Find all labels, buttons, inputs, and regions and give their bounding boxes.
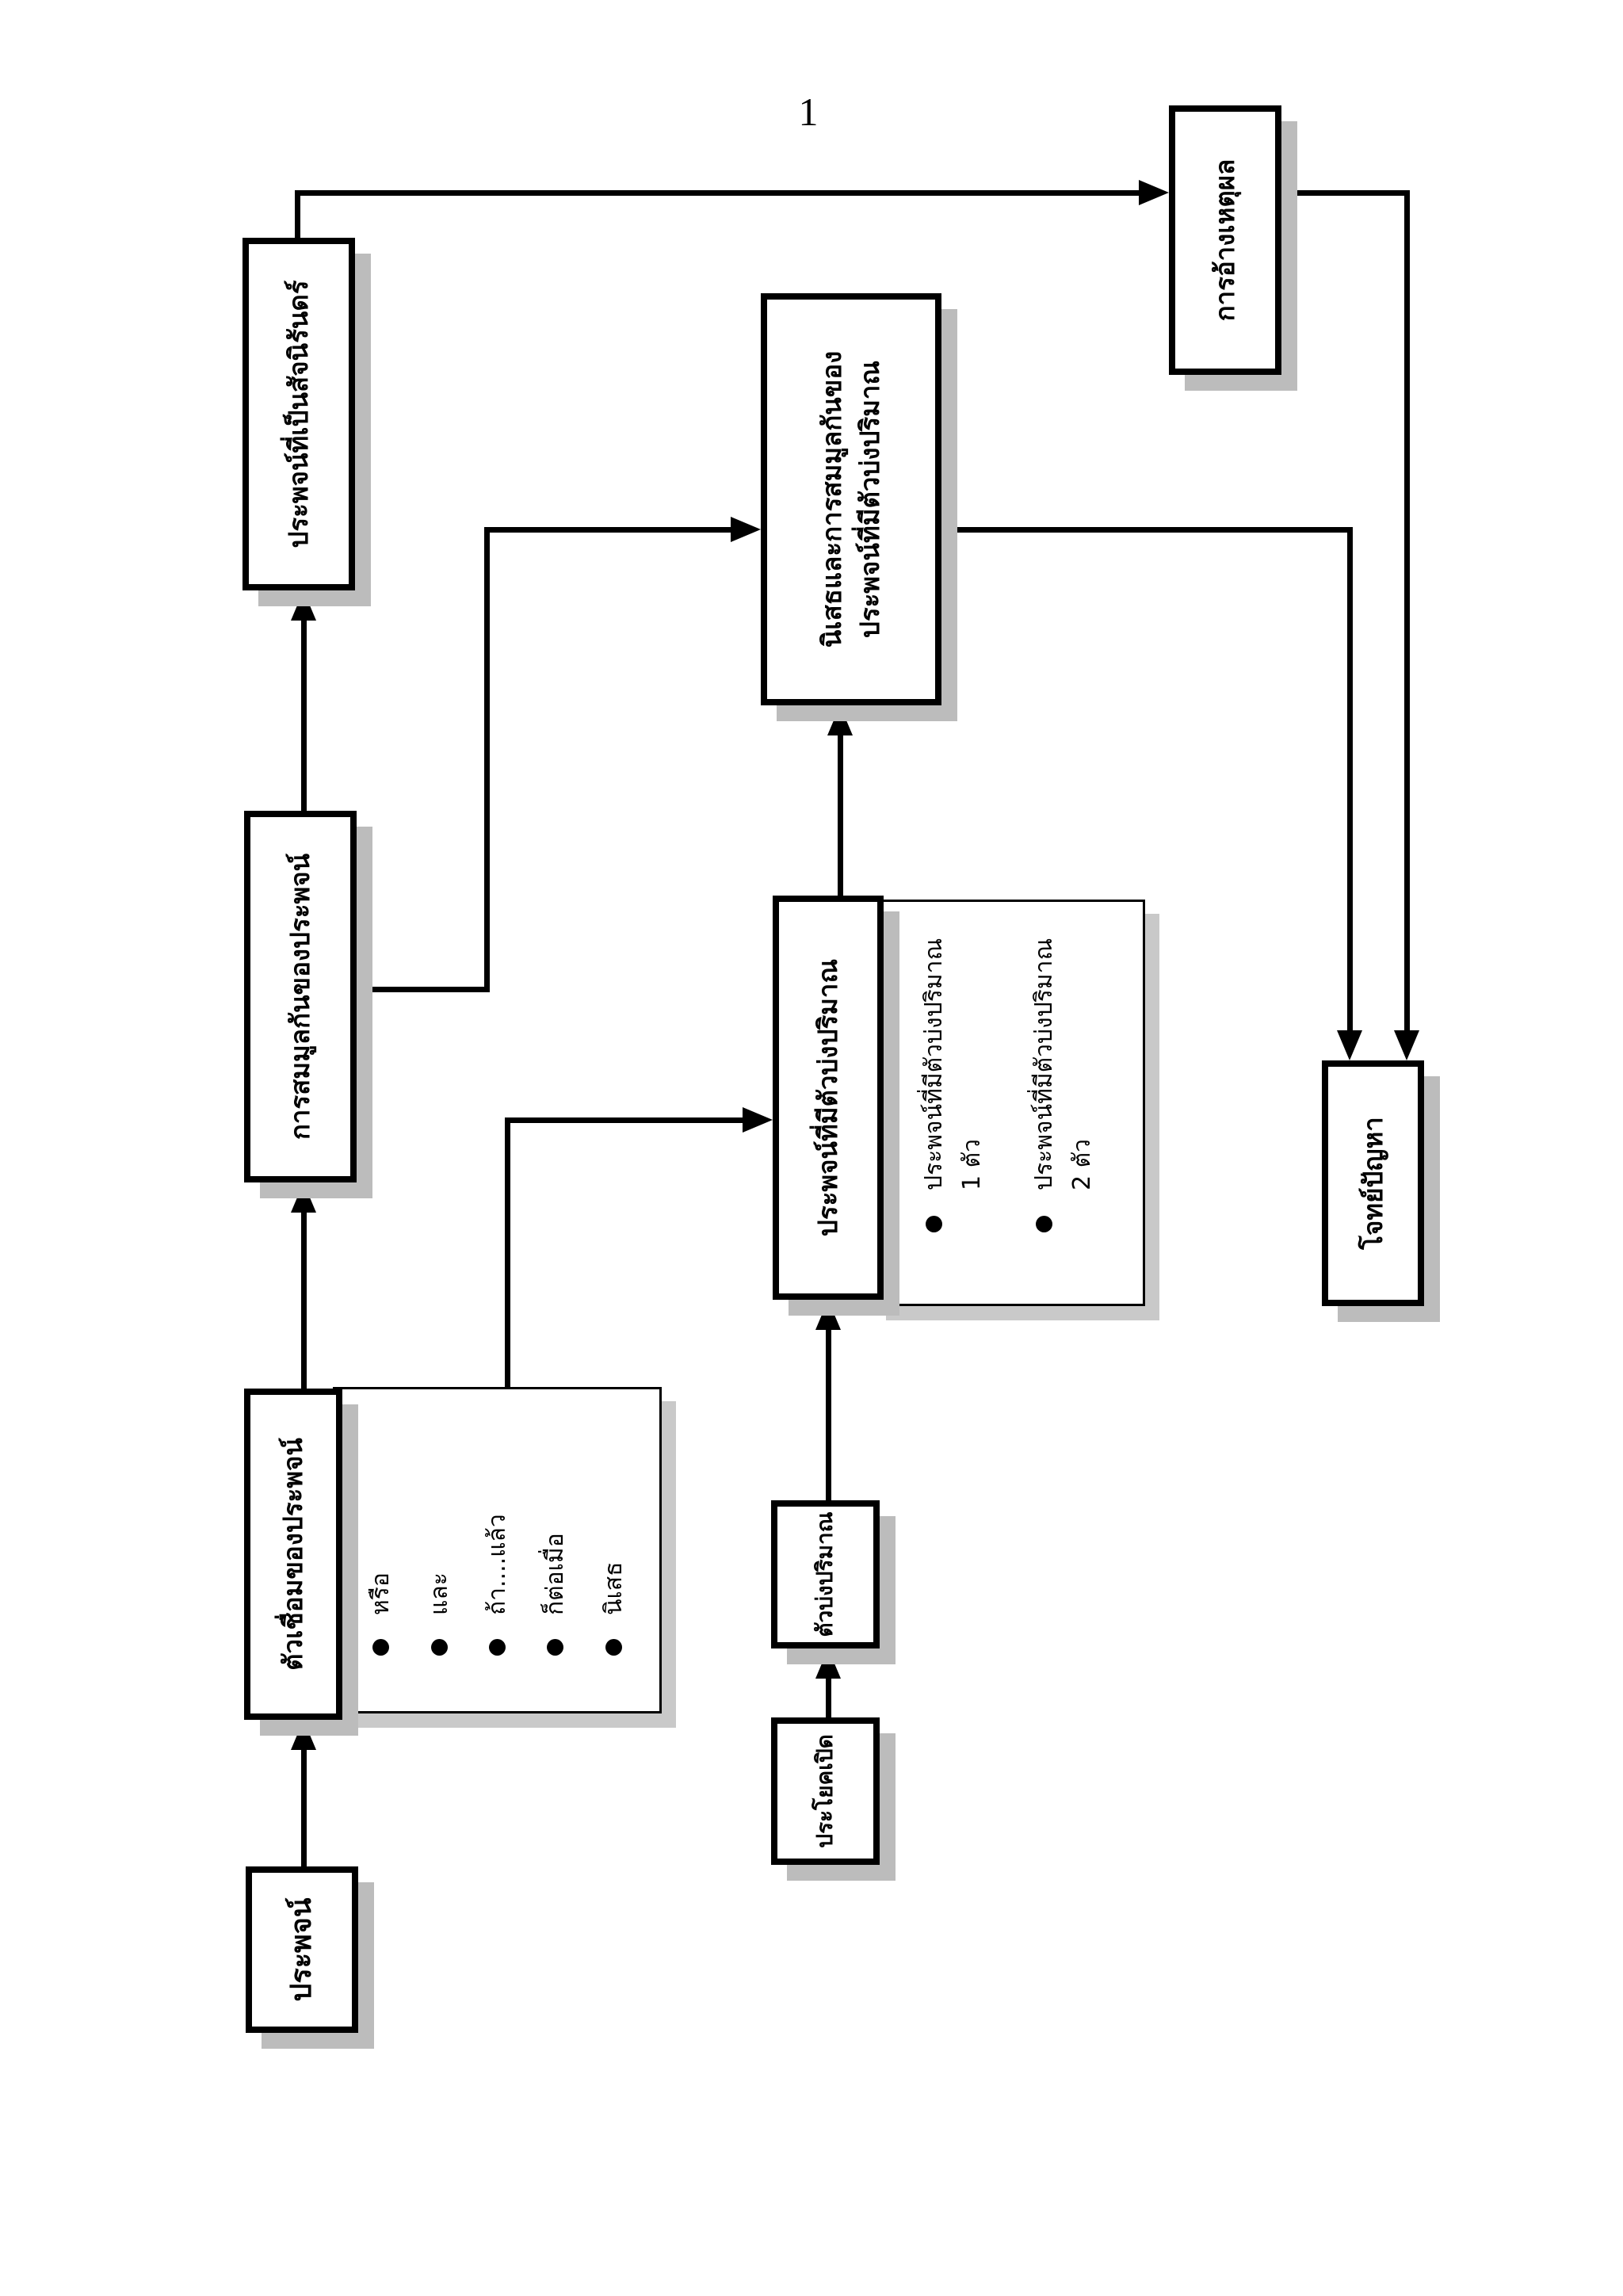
box-quantified-prop: ประพจน์ที่มีตัวบ่งปริมาณ xyxy=(773,896,884,1300)
connective-label: หรือ xyxy=(367,1572,395,1615)
connective-label: ถ้า....แล้ว xyxy=(483,1514,511,1615)
box-open-sentence: ประโยคเปิด xyxy=(771,1717,880,1865)
connector-quantifiedprop-to-negequiv xyxy=(838,735,843,896)
arrowhead-into-negequiv-icon xyxy=(731,517,761,542)
box-quantified-prop-label: ประพจน์ที่มีตัวบ่งปริมาณ xyxy=(812,958,844,1237)
connector-tautology-to-argument-line xyxy=(295,190,1139,196)
list-item: หรือ xyxy=(362,1572,399,1690)
box-connectives-label: ตัวเชื่อมของประพจน์ xyxy=(277,1438,309,1671)
connector-proposition-to-connectives xyxy=(301,1750,307,1866)
arrowhead-into-negequiv-bottom-icon xyxy=(827,705,853,735)
connector-connectives-to-equivalence xyxy=(301,1213,307,1389)
list-item: และ xyxy=(421,1572,458,1690)
connective-label: ก็ต่อเมื่อ xyxy=(541,1533,570,1615)
connector-equivalence-to-negequiv-v xyxy=(484,527,490,992)
bullet-icon xyxy=(430,1639,448,1656)
page-number: 1 xyxy=(798,90,819,134)
bullet-icon xyxy=(372,1639,390,1656)
arrowhead-into-equivalence-icon xyxy=(291,1182,316,1213)
box-equivalence-label: การสมมูลกันของประพจน์ xyxy=(285,853,316,1140)
list-item: ประพจน์ที่มีตัวบ่งปริมาณ 1 ตัว xyxy=(915,938,991,1283)
arrowhead-into-quantifier-icon xyxy=(815,1648,841,1679)
box-quantifier-label: ตัวบ่งปริมาณ xyxy=(812,1511,838,1637)
box-word-problems: โจทย์ปัญหา xyxy=(1322,1060,1424,1306)
box-neg-equiv-quantified: นิเสธและการสมมูลกันของ ประพจน์ที่มีตัวบ่… xyxy=(761,293,941,705)
connective-label: นิเสธ xyxy=(599,1561,628,1615)
box-quantifier: ตัวบ่งปริมาณ xyxy=(771,1500,880,1648)
list-item: นิเสธ xyxy=(595,1562,632,1690)
quantified-list-panel: ประพจน์ที่มีตัวบ่งปริมาณ 1 ตัว ประพจน์ที… xyxy=(872,900,1145,1306)
arrowhead-into-quantifiedprop-bottom-icon xyxy=(815,1300,841,1330)
connector-connectives-to-quantifiedprop-h xyxy=(505,1117,743,1123)
connector-connectives-to-quantifiedprop-v xyxy=(505,1117,510,1389)
arrowhead-into-connectives-icon xyxy=(291,1720,316,1750)
quantified-item-label: ประพจน์ที่มีตัวบ่งปริมาณ 1 ตัว xyxy=(919,938,986,1190)
connector-quantifier-to-quantifiedprop xyxy=(826,1330,831,1500)
connective-label: และ xyxy=(425,1572,453,1615)
list-item: ก็ต่อเมื่อ xyxy=(537,1533,574,1690)
box-word-problems-label: โจทย์ปัญหา xyxy=(1357,1117,1388,1250)
connector-negequiv-to-wordproblems-h xyxy=(941,527,1353,533)
arrowhead-into-wordproblems-right-icon xyxy=(1394,1030,1419,1060)
connectives-list-panel: หรือ และ ถ้า....แล้ว ก็ต่อเมื่อ นิเสธ xyxy=(333,1387,662,1713)
box-tautology-label: ประพจน์ที่เป็นสัจนิรันดร์ xyxy=(283,280,315,548)
box-open-sentence-label: ประโยคเปิด xyxy=(812,1734,838,1848)
box-connectives: ตัวเชื่อมของประพจน์ xyxy=(244,1389,342,1720)
connector-equivalence-to-negequiv-h2 xyxy=(484,527,731,533)
box-proposition: ประพจน์ xyxy=(246,1866,358,2033)
connector-argument-to-wordproblems-v xyxy=(1404,190,1410,1030)
arrowhead-into-argument-icon xyxy=(1139,180,1169,205)
box-argument: การอ้างเหตุผล xyxy=(1169,105,1281,375)
connector-tautology-to-argument-stub xyxy=(295,190,300,241)
connector-argument-to-wordproblems-h xyxy=(1281,190,1410,196)
box-equivalence: การสมมูลกันของประพจน์ xyxy=(244,811,357,1182)
arrowhead-into-tautology-icon xyxy=(291,590,316,621)
connector-equivalence-to-tautology xyxy=(301,621,307,811)
bullet-icon xyxy=(547,1639,564,1656)
connector-opensentence-to-quantifier xyxy=(826,1679,831,1717)
box-argument-label: การอ้างเหตุผล xyxy=(1209,159,1241,322)
box-neg-equiv-quantified-label: นิเสธและการสมมูลกันของ ประพจน์ที่มีตัวบ่… xyxy=(816,350,885,648)
list-item: ถ้า....แล้ว xyxy=(479,1514,516,1690)
bullet-icon xyxy=(605,1639,622,1656)
bullet-icon xyxy=(488,1639,506,1656)
list-item: ประพจน์ที่มีตัวบ่งปริมาณ 2 ตัว xyxy=(1025,938,1102,1283)
quantified-list: ประพจน์ที่มีตัวบ่งปริมาณ 1 ตัว ประพจน์ที… xyxy=(874,902,1143,1304)
arrowhead-into-quantifiedprop-icon xyxy=(743,1107,773,1133)
bullet-icon xyxy=(1036,1216,1053,1232)
connector-negequiv-to-wordproblems-v xyxy=(1347,527,1353,1030)
bullet-icon xyxy=(925,1216,942,1232)
connectives-list: หรือ และ ถ้า....แล้ว ก็ต่อเมื่อ นิเสธ xyxy=(335,1389,659,1711)
connector-equivalence-to-negequiv-h1 xyxy=(357,987,490,992)
box-tautology: ประพจน์ที่เป็นสัจนิรันดร์ xyxy=(242,238,355,590)
box-proposition-label: ประพจน์ xyxy=(285,1897,318,2002)
quantified-item-label: ประพจน์ที่มีตัวบ่งปริมาณ 2 ตัว xyxy=(1030,938,1097,1190)
arrowhead-into-wordproblems-left-icon xyxy=(1337,1030,1362,1060)
